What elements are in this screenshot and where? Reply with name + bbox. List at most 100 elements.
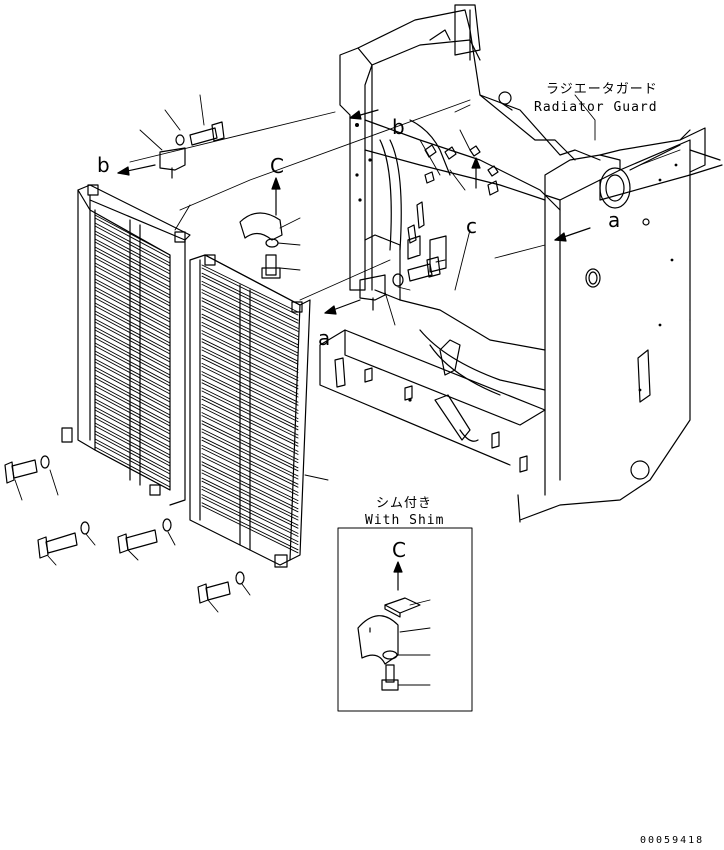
grille-slat-edge — [95, 314, 170, 354]
grille-slat — [202, 413, 298, 460]
grille-slat-edge — [95, 226, 170, 266]
grille-slat — [202, 363, 298, 410]
grille-slat — [95, 303, 170, 343]
grille-slat — [95, 415, 170, 455]
grille-slat-edge — [95, 266, 170, 306]
grille-slat-edge — [202, 276, 298, 323]
grille-slat-edge — [202, 407, 298, 454]
grille-slat-edge — [202, 424, 298, 471]
grille-slat-edge — [95, 282, 170, 322]
grille-slat-edge — [95, 450, 170, 490]
washer-a — [393, 274, 403, 286]
grille-slat — [95, 223, 170, 263]
bracket-c-clamp — [240, 213, 282, 240]
grille-slat — [95, 447, 170, 487]
grille-slat — [95, 279, 170, 319]
bolt-lower-4 — [198, 572, 244, 603]
grille-slat-edge — [95, 242, 170, 282]
inset-title-japanese: シム付き — [376, 496, 433, 511]
grille-slat — [95, 263, 170, 303]
grille-slat-edge — [95, 346, 170, 386]
grille-slat — [202, 331, 298, 378]
bracket-b-upper — [160, 148, 185, 178]
grille-slat — [95, 215, 170, 255]
grille-slat-edge — [95, 426, 170, 466]
grille-slat — [95, 327, 170, 367]
grille-slat-edge — [95, 370, 170, 410]
grille-slat — [95, 287, 170, 327]
grille-slat-edge — [95, 306, 170, 346]
grille-slat-edge — [95, 354, 170, 394]
grille-slat-edge — [202, 334, 298, 381]
grille-slat-edge — [95, 362, 170, 402]
bolt-lower-2 — [38, 522, 89, 558]
bolt-lower-1 — [5, 456, 49, 483]
grille-slat-edge — [202, 481, 298, 528]
inset-title-english: With Shim — [365, 513, 445, 528]
arrow-b-frame — [350, 110, 378, 119]
grille-slat-edge — [202, 399, 298, 446]
grille-slat — [202, 396, 298, 443]
grille-slats-left — [95, 215, 170, 490]
grille-slat — [95, 423, 170, 463]
grille-slat-edge — [202, 489, 298, 536]
callout-b-upper: b — [97, 153, 110, 177]
grille-slat-edge — [95, 442, 170, 482]
grille-slat-edge — [202, 391, 298, 438]
arrow-a-left — [325, 300, 360, 314]
grille-slat — [202, 445, 298, 492]
grille-slat-edge — [202, 440, 298, 487]
grille-slat — [202, 281, 298, 328]
grille-slat-edge — [95, 218, 170, 258]
washer-inset — [383, 651, 397, 659]
grille-slat — [202, 372, 298, 419]
grille-slat — [95, 399, 170, 439]
grille-slat — [95, 367, 170, 407]
grille-slat-edge — [95, 274, 170, 314]
grille-slat — [95, 359, 170, 399]
grille-slat — [95, 407, 170, 447]
washer-upper — [176, 135, 184, 145]
grille-slat-edge — [95, 258, 170, 298]
grille-slat — [202, 429, 298, 476]
grille-slat — [202, 470, 298, 517]
grille-slat-edge — [202, 506, 298, 553]
radiator-guard-panel-right — [190, 255, 310, 567]
grille-slat-edge — [202, 325, 298, 372]
grille-slat — [202, 290, 298, 337]
grille-slat-edge — [95, 394, 170, 434]
grille-slat-edge — [202, 457, 298, 504]
grille-slat-edge — [95, 250, 170, 290]
grille-slat — [202, 404, 298, 451]
grille-slat — [202, 388, 298, 435]
callout-b-frame: b — [392, 115, 405, 139]
grille-slat — [202, 273, 298, 320]
grille-slat-edge — [95, 378, 170, 418]
grille-slat — [202, 347, 298, 394]
grille-slat-edge — [95, 434, 170, 474]
grille-slats-right — [202, 265, 298, 553]
title-japanese: ラジエータガード — [546, 82, 658, 97]
grille-slat — [202, 355, 298, 402]
machine-frame — [320, 5, 722, 522]
grille-slat-edge — [202, 416, 298, 463]
grille-slat-edge — [202, 465, 298, 512]
grille-slat-edge — [95, 418, 170, 458]
grille-slat — [202, 486, 298, 533]
with-shim-inset — [338, 528, 472, 711]
grille-slat — [95, 295, 170, 335]
grille-slat-edge — [202, 284, 298, 331]
grille-slat — [95, 439, 170, 479]
grille-slat-edge — [202, 448, 298, 495]
grille-slat-edge — [202, 317, 298, 364]
grille-slat — [95, 271, 170, 311]
grille-slat — [95, 391, 170, 431]
grille-slat — [95, 231, 170, 271]
grille-slat — [202, 314, 298, 361]
grille-slat-edge — [95, 234, 170, 274]
bolt-inset — [382, 665, 398, 690]
grille-slat-edge — [95, 298, 170, 338]
grille-slat-edge — [95, 410, 170, 450]
callout-c-frame: c — [466, 214, 477, 238]
shim-plate — [385, 598, 420, 617]
